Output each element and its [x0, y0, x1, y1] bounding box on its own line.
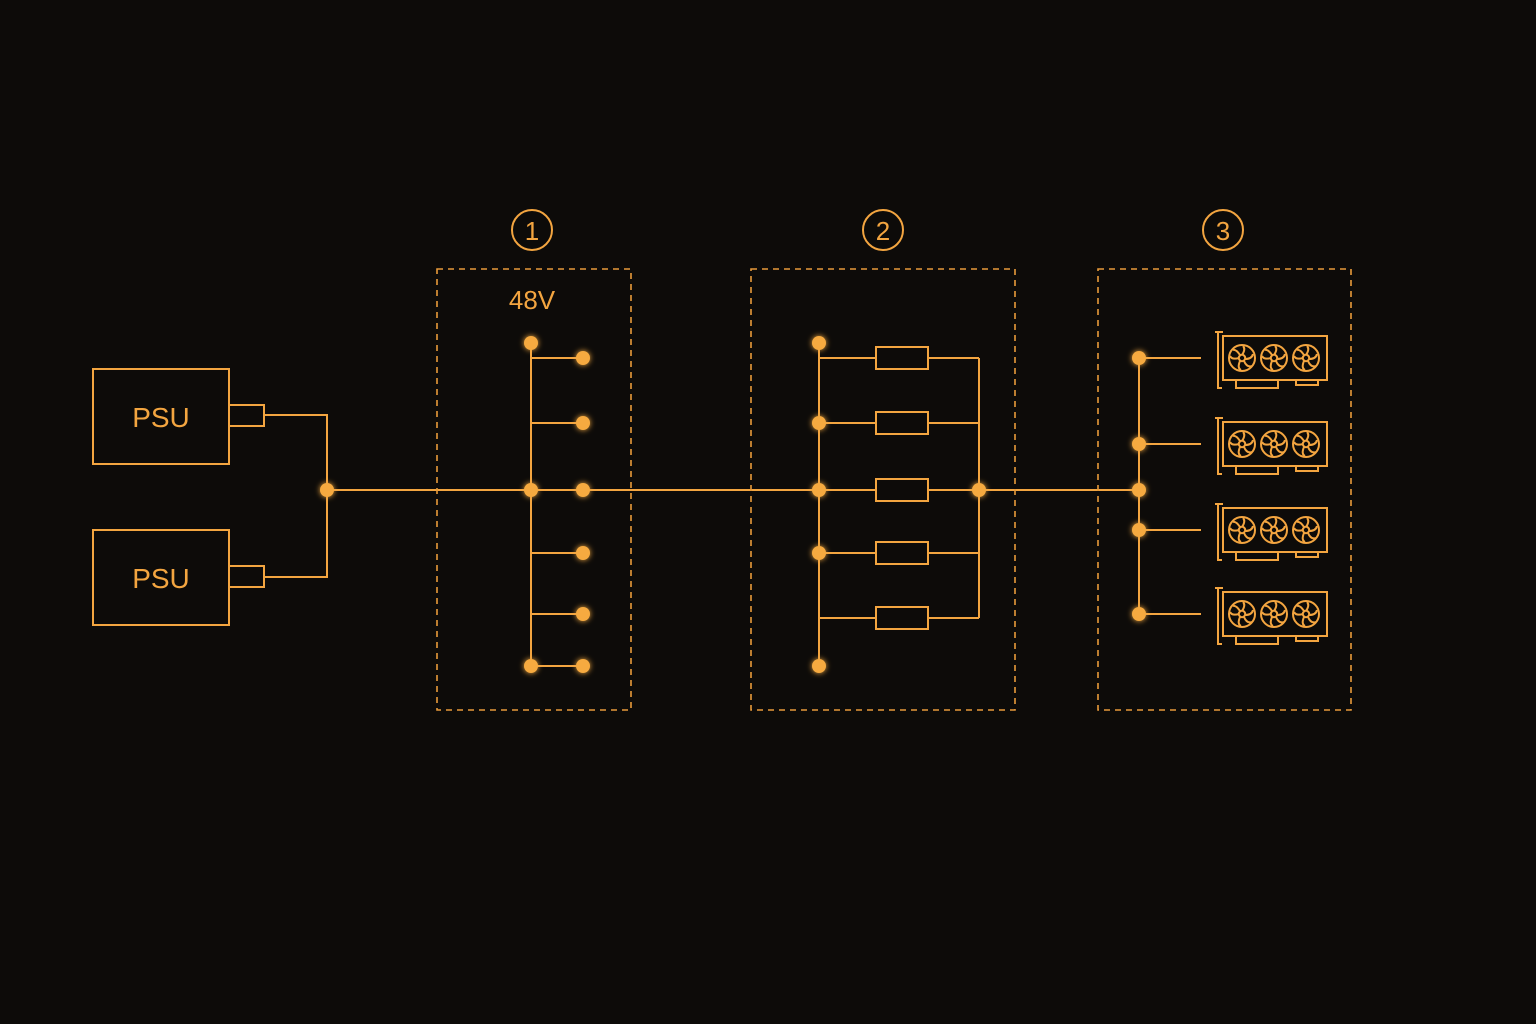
stage-3-frame [1097, 268, 1352, 711]
psu-top: PSU [92, 368, 265, 465]
junction-node [1132, 437, 1146, 451]
junction-node [524, 659, 538, 673]
fan-icon [1260, 600, 1288, 628]
resistor-row-5 [819, 606, 979, 630]
fan-icon [1228, 344, 1256, 372]
fan-icon [1292, 430, 1320, 458]
stage-2-number: 2 [876, 216, 890, 246]
junction-node [812, 659, 826, 673]
output-node [576, 659, 590, 673]
junction-node [524, 483, 538, 497]
junction-node [1132, 523, 1146, 537]
stage-2: 2 [750, 209, 1016, 711]
gpu-list [1139, 331, 1328, 645]
fan-icon [1228, 430, 1256, 458]
output-node [576, 607, 590, 621]
resistor-icon [875, 606, 929, 630]
stage-1: 1 48V [436, 209, 632, 711]
psu-top-label: PSU [132, 402, 190, 433]
gpu-card-icon [1139, 417, 1328, 475]
gpu-card-icon [1139, 587, 1328, 645]
stage-1-number: 1 [525, 216, 539, 246]
junction-node [812, 416, 826, 430]
output-node [576, 483, 590, 497]
junction-node [812, 483, 826, 497]
output-node [576, 416, 590, 430]
junction-node [812, 546, 826, 560]
fan-icon [1228, 516, 1256, 544]
stage-3: 3 [1097, 209, 1352, 711]
stage-1-frame [436, 268, 632, 711]
resistor-icon [875, 541, 929, 565]
resistor-icon [875, 411, 929, 435]
stage-3-badge [1202, 209, 1244, 251]
fan-icon [1292, 344, 1320, 372]
junction-node [1132, 483, 1146, 497]
resistor-icon [875, 478, 929, 502]
stage-1-badge [511, 209, 553, 251]
fan-icon [1292, 516, 1320, 544]
voltage-label: 48V [509, 285, 556, 315]
psu-combiner-wire [264, 414, 328, 578]
junction-node [1132, 607, 1146, 621]
output-node [576, 546, 590, 560]
junction-node [972, 483, 986, 497]
resistor-row-3 [875, 478, 929, 502]
psu-bottom: PSU [92, 529, 265, 626]
resistor-icon [875, 346, 929, 370]
fan-icon [1260, 430, 1288, 458]
stage-1-taps [531, 357, 583, 667]
stage-3-number: 3 [1216, 216, 1230, 246]
output-node [576, 351, 590, 365]
fan-icon [1292, 600, 1320, 628]
junction-node [812, 336, 826, 350]
stage-2-badge [862, 209, 904, 251]
resistor-row-1 [819, 346, 979, 370]
gpu-card-icon [1139, 331, 1328, 389]
junction-node [1132, 351, 1146, 365]
junction-nodes [320, 336, 1146, 673]
junction-node [524, 336, 538, 350]
fan-icon [1260, 344, 1288, 372]
fan-icon [1260, 516, 1288, 544]
psu-junction-node [320, 483, 334, 497]
resistor-row-2 [819, 411, 979, 435]
gpu-card-icon [1139, 503, 1328, 561]
psu-bottom-label: PSU [132, 563, 190, 594]
stage-2-frame [750, 268, 1016, 711]
resistor-row-4 [819, 541, 979, 565]
fan-icon [1228, 600, 1256, 628]
